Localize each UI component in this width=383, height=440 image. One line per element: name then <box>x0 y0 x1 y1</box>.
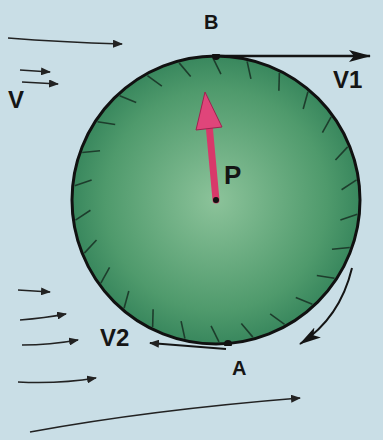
force-label: P <box>224 162 241 188</box>
point-label: A <box>232 358 246 378</box>
cylinder-outline <box>70 54 362 346</box>
point-label: V <box>8 88 24 112</box>
point-label: B <box>204 12 218 32</box>
point-label: V2 <box>100 326 129 350</box>
point-label: V1 <box>333 68 362 92</box>
rotating-cylinder: P <box>70 54 362 346</box>
